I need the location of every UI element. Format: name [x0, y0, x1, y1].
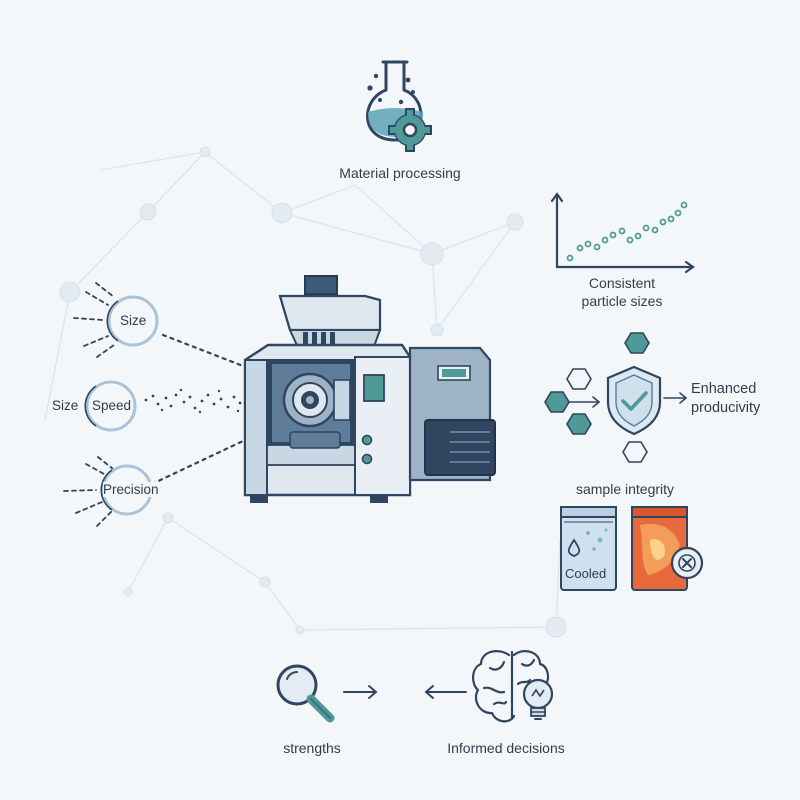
bubble-precision-label: Precision: [103, 482, 159, 497]
informed-decisions-label: Informed decisions: [447, 740, 565, 756]
brain-icon: [472, 650, 550, 723]
enhanced-label-line1: Enhanced: [691, 381, 757, 397]
consistent-label-line1: Consistent: [588, 275, 656, 291]
x-circle-icon: [670, 546, 704, 580]
bubble-speed-label: Speed: [92, 398, 132, 413]
size-left-label: Size: [52, 398, 79, 413]
enhanced-label-line2: producivity: [691, 400, 761, 416]
magnifier-icon: [276, 664, 335, 723]
arrow-left-icon: [424, 685, 467, 699]
cooled-bag-icon: [560, 506, 617, 591]
material-processing-label: Material processing: [339, 165, 461, 181]
bubble-size-label: Size: [120, 313, 147, 328]
hexagon-icon: [566, 368, 592, 390]
hexagon-icon: [624, 332, 650, 354]
hexagon-icon: [622, 441, 648, 463]
strengths-label: strengths: [283, 740, 341, 756]
sample-integrity-label: sample integrity: [575, 481, 675, 497]
cooled-label: Cooled: [565, 566, 607, 581]
hexagon-icon: [566, 413, 592, 435]
consistent-label-line2: particle sizes: [581, 293, 663, 309]
arrow-right-icon: [343, 685, 378, 699]
lightbulb-icon: [522, 678, 554, 720]
